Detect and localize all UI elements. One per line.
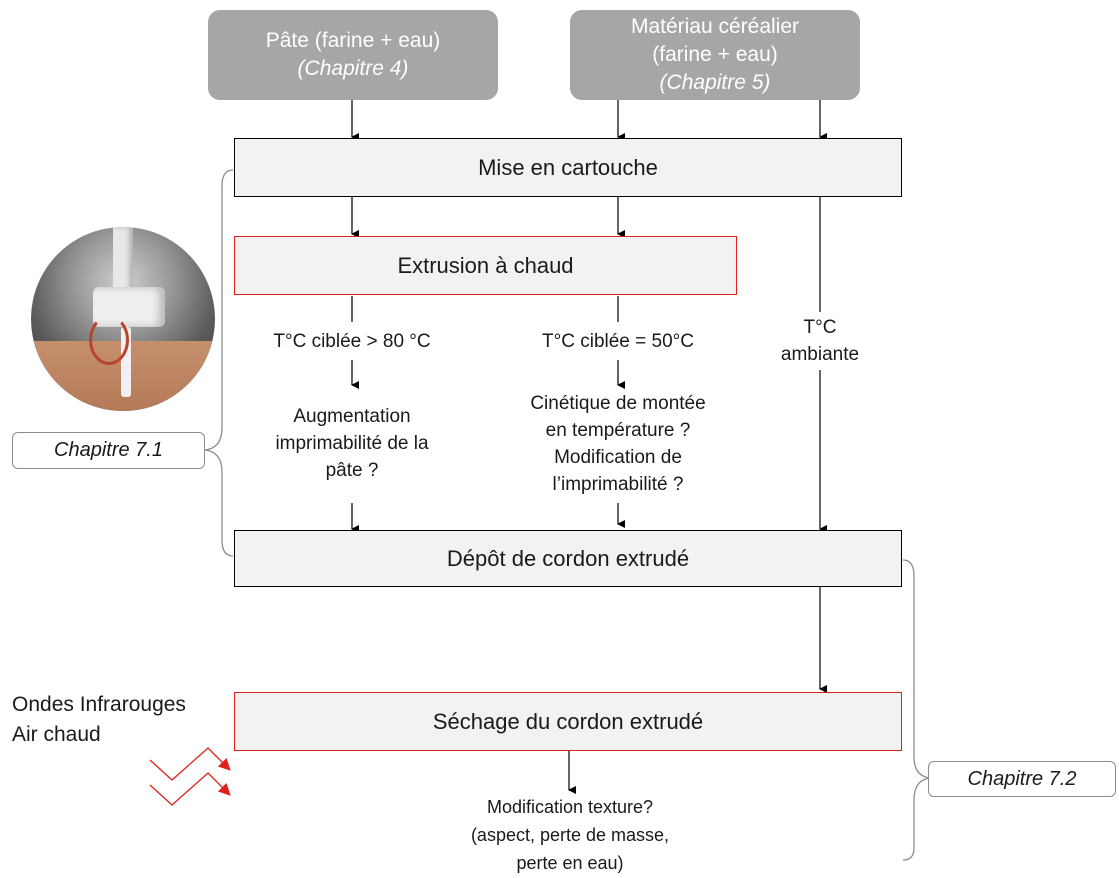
branch-3-line: ambiante: [780, 344, 860, 365]
branch-2-question: Cinétique de montée en température ? Mod…: [478, 390, 758, 498]
branch-2-question-line: Cinétique de montée: [530, 393, 706, 414]
drying-source-ir: Ondes Infrarouges: [12, 693, 186, 716]
chapter-7-2-tag: Chapitre 7.2: [928, 761, 1116, 797]
step-label: Dépôt de cordon extrudé: [446, 545, 690, 571]
step-label: Séchage du cordon extrudé: [432, 708, 704, 734]
step-sechage-cordon: Séchage du cordon extrudé: [234, 692, 902, 751]
output-line: Modification texture?: [486, 797, 654, 817]
branch-1-question-line: Augmentation: [293, 406, 411, 427]
branch-1-question-line: pâte ?: [325, 460, 379, 481]
branch-1-temperature: T°C ciblée > 80 °C: [273, 331, 431, 352]
input-cereal-composition: (farine + eau): [652, 43, 778, 66]
brace-chapitre-7-1: [204, 169, 234, 557]
input-cereal-box: Matériau céréalier (farine + eau) (Chapi…: [570, 10, 860, 100]
drying-sources: Ondes Infrarouges Air chaud: [12, 690, 186, 750]
step-extrusion-a-chaud: Extrusion à chaud: [234, 236, 737, 295]
output-texture: Modification texture? (aspect, perte de …: [420, 793, 720, 877]
ir-wave-arrow-2: [149, 772, 231, 806]
step-label: Mise en cartouche: [478, 154, 658, 180]
step-mise-en-cartouche: Mise en cartouche: [234, 138, 902, 197]
input-cereal-chapter: (Chapitre 5): [659, 71, 771, 94]
ir-wave-arrow-1: [149, 747, 231, 781]
branch-3-line: T°C: [803, 317, 837, 338]
step-label: Extrusion à chaud: [397, 252, 574, 278]
extruder-photo: [31, 227, 215, 411]
output-line: perte en eau): [516, 853, 624, 873]
branch-2-temperature: T°C ciblée = 50°C: [542, 331, 694, 352]
branch-2-question-line: l’imprimabilité ?: [552, 474, 684, 495]
branch-1-question: Augmentation imprimabilité de la pâte ?: [232, 403, 472, 484]
branch-1-question-line: imprimabilité de la: [275, 433, 429, 454]
drying-source-hot-air: Air chaud: [12, 723, 101, 746]
input-pate-label: Pâte (farine + eau): [265, 29, 441, 52]
step-depot-cordon: Dépôt de cordon extrudé: [234, 530, 902, 587]
branch-2-question-line: Modification de: [554, 447, 682, 468]
input-pate-box: Pâte (farine + eau) (Chapitre 4): [208, 10, 498, 100]
branch-2-question-line: en température ?: [545, 420, 691, 441]
chapter-7-1-tag: Chapitre 7.1: [12, 432, 205, 469]
input-cereal-label: Matériau céréalier: [630, 15, 800, 38]
brace-chapitre-7-2: [902, 559, 931, 861]
output-line: (aspect, perte de masse,: [470, 825, 670, 845]
branch-3-ambient: T°C ambiante: [760, 314, 880, 368]
input-pate-chapter: (Chapitre 4): [297, 57, 409, 80]
